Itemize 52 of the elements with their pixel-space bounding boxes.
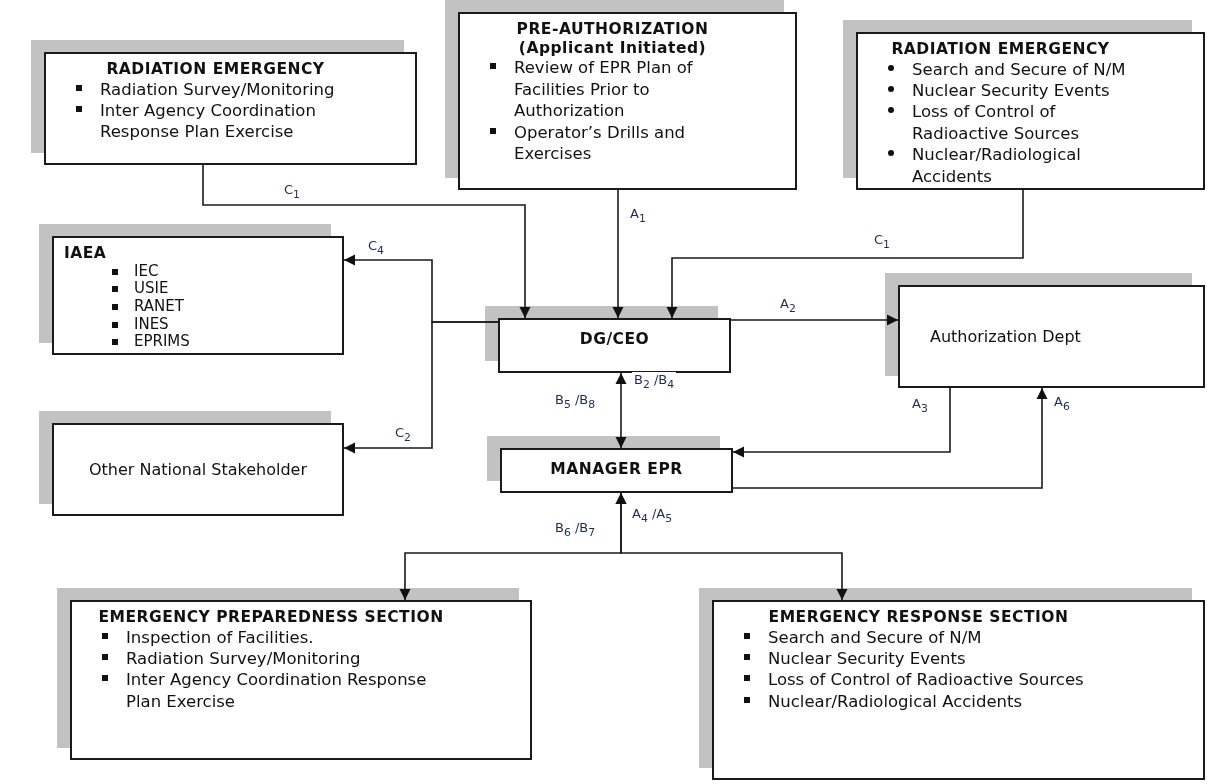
bullet-item: Nuclear Security Events — [724, 648, 1113, 670]
bullet-item: Inter Agency Coordination Response Plan Exercise — [82, 669, 460, 713]
arrow — [202, 164, 531, 319]
bullet-item: EPRIMS — [64, 333, 332, 352]
box-heading: RADIATION EMERGENCY — [105, 60, 326, 79]
bullet-item: RANET — [64, 297, 332, 316]
bullet-item: Nuclear/Radiological Accidents — [724, 690, 1113, 713]
bullet-item: Radiation Survey/Monitoring — [56, 78, 375, 101]
bullet-item: Search and Secure of N/M — [868, 58, 1133, 81]
edge-label: C$_{4}$ — [366, 238, 386, 257]
bullet-item: Loss of Control of Radioactive Sources — [724, 669, 1113, 691]
bullet-item: INES — [64, 315, 332, 334]
line-label: B$_{2}$ /B$_{4}$ — [632, 372, 677, 391]
edge-label: A$_{1}$ — [628, 206, 648, 225]
edge-label: A$_{6}$ — [1052, 394, 1072, 413]
edge-label: B$_{6}$ /B$_{7}$ — [553, 520, 598, 539]
arrow — [615, 492, 848, 601]
edge-label: A$_{4}$ /A$_{5}$ — [630, 506, 675, 525]
arrow — [343, 321, 499, 454]
box-text: Authorization Dept — [929, 325, 1081, 348]
box-heading: DG/CEO — [578, 330, 651, 349]
edge-label: C$_{1}$ — [872, 232, 892, 251]
arrow — [612, 189, 624, 319]
bullet-item: Search and Secure of N/M — [724, 626, 1113, 649]
box-heading: EMERGENCY RESPONSE SECTION — [767, 608, 1070, 627]
bullet-item: Inter Agency Coordination Response Plan Exercise — [56, 100, 375, 143]
bullet-item: Nuclear Security Events — [868, 80, 1133, 102]
box-heading: RADIATION EMERGENCY — [890, 40, 1111, 59]
bullet-item: Loss of Control of Radioactive Sources — [868, 101, 1133, 145]
arrow — [732, 387, 951, 458]
bullet-item: Operator’s Drills and Exercises — [470, 121, 755, 165]
edge-label: A$_{3}$ — [910, 396, 930, 415]
box-heading: MANAGER EPR — [549, 460, 684, 479]
bullet-item: Inspection of Facilities. — [82, 626, 460, 649]
bullet-item: Radiation Survey/Monitoring — [82, 648, 460, 670]
bullet-item: Nuclear/Radiological Accidents — [868, 144, 1133, 188]
box-heading: IAEA — [64, 244, 108, 263]
edge-label: C$_{2}$ — [393, 425, 413, 444]
edge-label: C$_{1}$ — [282, 182, 302, 201]
box-text: Other National Stakeholder — [88, 458, 308, 481]
box-heading: PRE-AUTHORIZATION — [515, 20, 710, 39]
edge-label: B$_{5}$ /B$_{8}$ — [553, 392, 598, 411]
arrow — [730, 314, 899, 326]
bullet-item: Review of EPR Plan of Facilities Prior to Authorization — [470, 57, 755, 122]
box-heading: EMERGENCY PREPAREDNESS SECTION — [97, 608, 445, 627]
box-heading: (Applicant Initiated) — [517, 38, 708, 58]
edge-label: A$_{2}$ — [778, 296, 798, 315]
arrow — [666, 189, 1024, 319]
arrow — [732, 387, 1048, 489]
bullet-item: USIE — [64, 280, 332, 298]
bullet-item: IEC — [64, 262, 332, 281]
arrow — [615, 372, 627, 449]
